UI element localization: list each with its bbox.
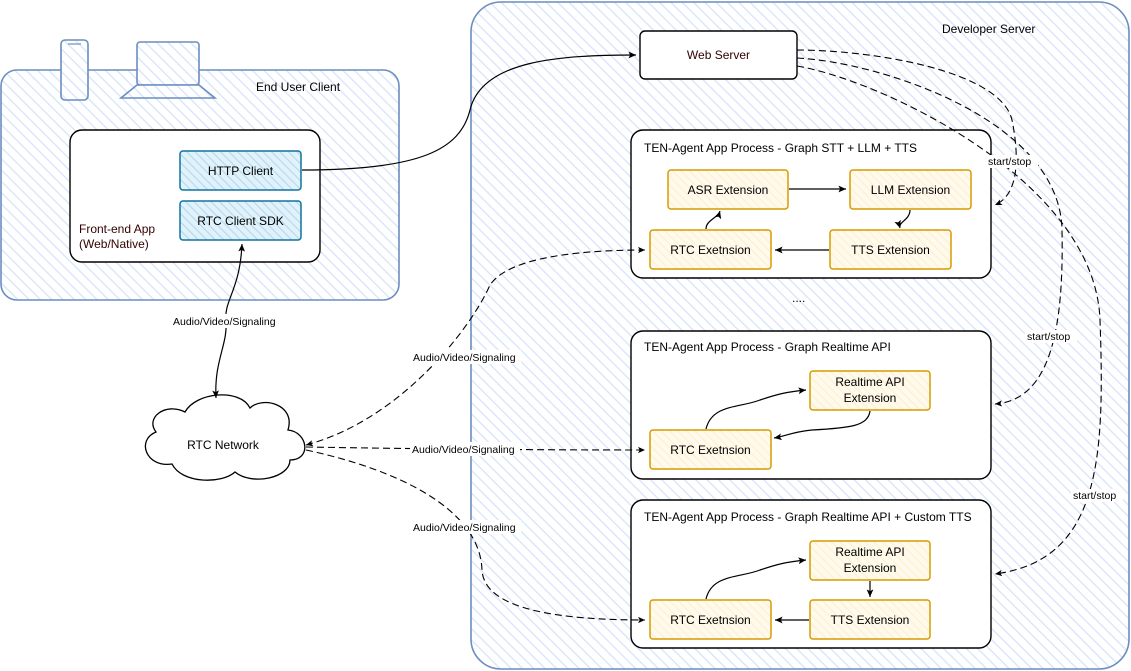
web-server-box[interactable]: Web Server <box>639 30 798 80</box>
rtc-extension-label-3: RTC Exetnsion <box>670 613 750 627</box>
start-stop-1-arrow <box>796 49 1017 206</box>
realtime-api-extension-box-2[interactable]: Realtime API Extension <box>809 370 931 411</box>
realtime-api-sublabel-3: Extension <box>844 561 897 575</box>
start-stop-label-2: start/stop <box>1027 331 1070 343</box>
rtc-to-realtime-arrow-3 <box>705 557 807 600</box>
rtc-network-label: RTC Network <box>187 438 260 452</box>
signaling-label-1: Audio/Video/Signaling <box>413 352 516 364</box>
front-end-app-label: Front-end App <box>79 222 155 236</box>
start-stop-label-3: start/stop <box>1073 490 1116 502</box>
signaling-label-3: Audio/Video/Signaling <box>413 522 516 534</box>
network-to-rtc-1-arrow <box>305 246 646 447</box>
realtime-api-sublabel-2: Extension <box>844 391 897 405</box>
web-server-label: Web Server <box>687 48 750 62</box>
graph-1-title: TEN-Agent App Process - Graph STT + LLM … <box>644 141 917 155</box>
rtc-client-sdk-box[interactable]: RTC Client SDK <box>179 200 302 241</box>
tts-extension-label-3: TTS Extension <box>831 613 910 627</box>
realtime-to-rtc-arrow-2 <box>773 410 871 441</box>
asr-extension-box[interactable]: ASR Extension <box>667 169 789 210</box>
tts-extension-label-1: TTS Extension <box>851 243 930 257</box>
start-stop-3-arrow <box>796 65 1102 577</box>
rtc-to-realtime-arrow-2 <box>705 387 807 430</box>
asr-extension-label: ASR Extension <box>688 183 769 197</box>
rtc-network-cloud[interactable]: RTC Network <box>144 394 306 481</box>
graph-2-title: TEN-Agent App Process - Graph Realtime A… <box>644 340 891 354</box>
end-user-client-label: End User Client <box>256 80 341 94</box>
llm-extension-label: LLM Extension <box>871 183 950 197</box>
developer-server-label: Developer Server <box>942 22 1035 36</box>
realtime-api-label-2: Realtime API <box>835 375 904 389</box>
network-to-rtc-2-arrow <box>305 446 646 454</box>
rtc-to-asr-arrow <box>705 210 722 230</box>
graph-stt-llm-tts: TEN-Agent App Process - Graph STT + LLM … <box>630 129 992 279</box>
graph-3-title: TEN-Agent App Process - Graph Realtime A… <box>644 510 972 524</box>
rtc-extension-label-1: RTC Exetnsion <box>670 243 750 257</box>
tts-extension-box-3[interactable]: TTS Extension <box>809 599 931 640</box>
rtc-extension-box-1[interactable]: RTC Exetnsion <box>649 229 772 270</box>
http-client-label: HTTP Client <box>208 164 274 178</box>
front-end-app-box: Front-end App (Web/Native) <box>69 129 321 263</box>
laptop-icon <box>118 41 218 99</box>
rtc-client-sdk-label: RTC Client SDK <box>197 214 283 228</box>
realtime-api-label-3: Realtime API <box>835 545 904 559</box>
http-client-box[interactable]: HTTP Client <box>179 150 302 191</box>
front-end-app-sublabel: (Web/Native) <box>79 237 149 251</box>
signaling-label-2: Audio/Video/Signaling <box>412 444 515 456</box>
tts-extension-box-1[interactable]: TTS Extension <box>829 229 952 270</box>
ellipsis-text: .... <box>792 291 805 305</box>
graph-realtime-api: TEN-Agent App Process - Graph Realtime A… <box>630 330 992 480</box>
llm-extension-box[interactable]: LLM Extension <box>849 169 972 210</box>
start-stop-2-arrow <box>796 57 1063 407</box>
http-to-webserver-arrow <box>301 51 637 171</box>
llm-to-tts-arrow <box>894 209 911 229</box>
rtc-extension-label-2: RTC Exetnsion <box>670 443 750 457</box>
rtc-extension-box-2[interactable]: RTC Exetnsion <box>649 429 772 470</box>
phone-icon <box>60 39 89 101</box>
client-signaling-label: Audio/Video/Signaling <box>173 316 276 328</box>
start-stop-label-1: start/stop <box>988 156 1031 168</box>
realtime-api-extension-box-3[interactable]: Realtime API Extension <box>809 540 931 581</box>
network-to-rtc-3-arrow <box>305 449 646 624</box>
graph-realtime-api-custom-tts: TEN-Agent App Process - Graph Realtime A… <box>630 499 992 649</box>
rtc-extension-box-3[interactable]: RTC Exetnsion <box>649 599 772 640</box>
